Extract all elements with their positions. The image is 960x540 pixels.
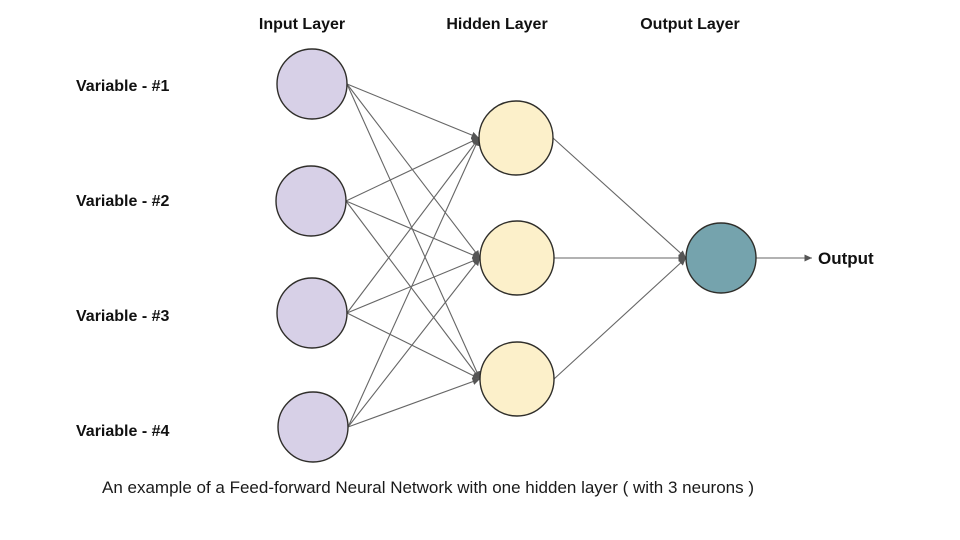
edge-input-4-to-hidden-3: [347, 378, 481, 428]
edge-input-1-to-hidden-2: [346, 83, 481, 259]
node-hidden-1: [478, 100, 554, 176]
edge-input-3-to-hidden-3: [346, 312, 481, 380]
label-variable-4: Variable - #4: [76, 423, 170, 440]
label-variable-3: Variable - #3: [76, 308, 170, 325]
edge-input-4-to-hidden-1: [347, 137, 480, 428]
header-input-layer: Input Layer: [258, 16, 346, 33]
node-input-4: [277, 391, 349, 463]
node-input-2: [275, 165, 347, 237]
node-input-3: [276, 277, 348, 349]
node-output-1: [685, 222, 757, 294]
node-hidden-3: [479, 341, 555, 417]
edge-input-2-to-hidden-1: [345, 137, 480, 202]
caption: An example of a Feed-forward Neural Netw…: [102, 478, 754, 497]
header-hidden-layer: Hidden Layer: [446, 16, 548, 33]
node-hidden-2: [479, 220, 555, 296]
edge-hidden-3-to-output-1: [553, 257, 687, 380]
label-variable-1: Variable - #1: [76, 78, 170, 95]
edge-input-1-to-hidden-3: [346, 83, 481, 380]
node-input-1: [276, 48, 348, 120]
edge-input-4-to-hidden-2: [347, 257, 481, 428]
edge-input-1-to-hidden-1: [346, 83, 480, 139]
edge-hidden-1-to-output-1: [552, 137, 687, 259]
edge-input-2-to-hidden-3: [345, 200, 481, 380]
label-output: Output: [818, 249, 874, 268]
label-variable-2: Variable - #2: [76, 193, 170, 210]
edge-input-3-to-hidden-1: [346, 137, 480, 314]
header-output-layer: Output Layer: [640, 16, 740, 33]
edge-input-2-to-hidden-2: [345, 200, 481, 259]
edge-input-3-to-hidden-2: [346, 257, 481, 314]
